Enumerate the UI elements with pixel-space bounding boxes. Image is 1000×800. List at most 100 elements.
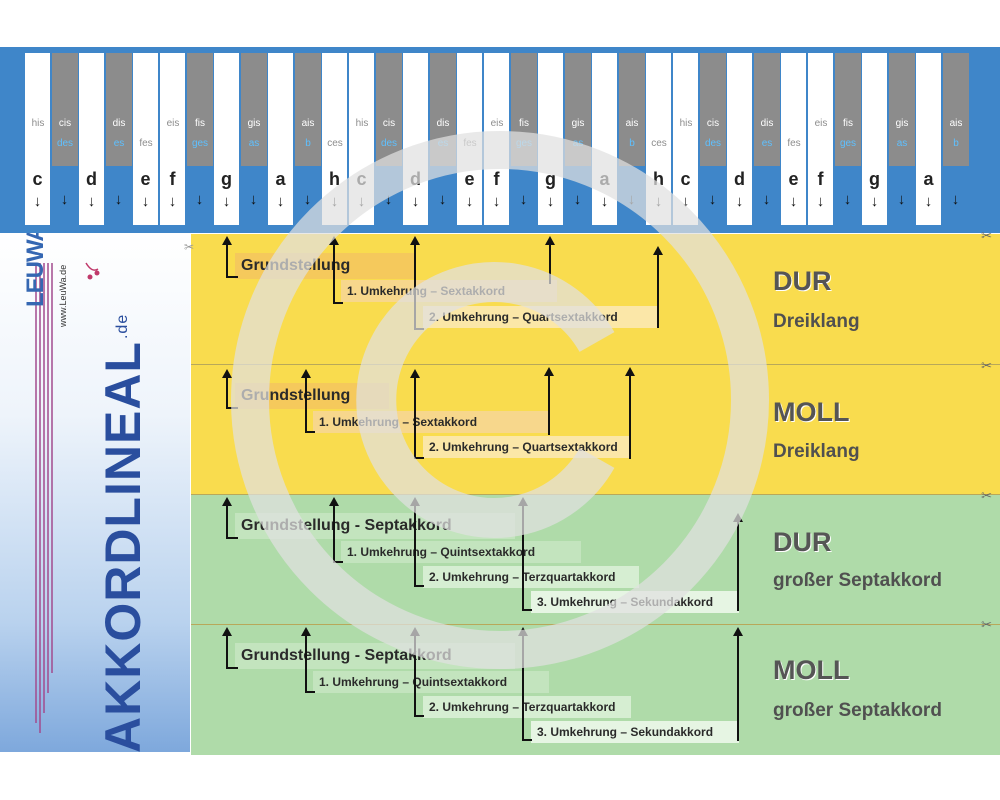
down-arrow-icon: ↓ (384, 191, 393, 208)
key-label-fes: fes (139, 138, 153, 149)
note-label: g (545, 169, 556, 189)
note-label: d (410, 169, 421, 189)
scissors-icon: ✂ (981, 488, 992, 503)
white-key[interactable]: g ↓ (862, 53, 887, 225)
black-key[interactable]: ais b ↓ (295, 53, 321, 225)
scissors-icon: ✂ (981, 617, 992, 632)
black-key[interactable]: dis es ↓ (106, 53, 132, 225)
black-key[interactable]: gis as ↓ (889, 53, 915, 225)
down-arrow-icon: ↓ (735, 193, 744, 210)
panel-subtitle: großer Septakkord (773, 700, 942, 721)
note-label: a (599, 169, 610, 189)
note-label: g (869, 169, 880, 189)
inversion-label: 1. Umkehrung – Quintsextakkord (341, 541, 581, 563)
white-key[interactable]: eis f ↓ (808, 53, 833, 225)
sharp-label: cis (706, 118, 720, 129)
flat-label: b (629, 138, 635, 149)
down-arrow-icon: ↓ (276, 193, 285, 210)
black-key[interactable]: cis des ↓ (376, 53, 402, 225)
white-key[interactable]: his c ↓ (25, 53, 50, 225)
down-arrow-icon: ↓ (546, 193, 555, 210)
note-label: h (653, 169, 664, 189)
brand-tld: .de (114, 313, 131, 340)
down-arrow-icon: ↓ (627, 191, 636, 208)
note-label: e (788, 169, 799, 189)
note-label: e (464, 169, 475, 189)
key-label-fes: fes (787, 138, 801, 149)
note-label: g (221, 169, 232, 189)
note-label: c (680, 169, 691, 189)
down-arrow-icon: ↓ (141, 193, 150, 210)
sharp-label: dis (760, 118, 774, 129)
down-arrow-icon: ↓ (951, 191, 960, 208)
black-key[interactable]: dis es ↓ (754, 53, 780, 225)
note-label: f (169, 169, 176, 189)
flat-label: b (953, 138, 959, 149)
panel-subtitle: Dreiklang (773, 441, 860, 462)
black-key[interactable]: ais b ↓ (619, 53, 645, 225)
inversion-label: 3. Umkehrung – Sekundakkord (531, 591, 739, 613)
black-key[interactable]: dis es ↓ (430, 53, 456, 225)
inversion-label: 2. Umkehrung – Terzquartakkord (423, 566, 639, 588)
sharp-label: ais (301, 118, 315, 129)
black-key[interactable]: gis as ↓ (565, 53, 591, 225)
down-arrow-icon: ↓ (87, 193, 96, 210)
black-key[interactable]: gis as ↓ (241, 53, 267, 225)
black-key[interactable]: cis des ↓ (52, 53, 78, 225)
note-label: d (86, 169, 97, 189)
scissors-icon: ✂ (981, 358, 992, 373)
sharp-label: gis (895, 118, 909, 129)
down-arrow-icon: ↓ (330, 193, 339, 210)
white-key[interactable]: fes e ↓ (781, 53, 806, 225)
inversion-label: 2. Umkehrung – Terzquartakkord (423, 696, 631, 718)
down-arrow-icon: ↓ (168, 193, 177, 210)
sharp-label: ais (625, 118, 639, 129)
sharp-label: cis (58, 118, 72, 129)
sharp-label: ais (949, 118, 963, 129)
panel-dur-dreiklang: DUR Dreiklang Grundstellung 1. Umkehrung… (191, 234, 1000, 364)
black-key[interactable]: ais b ↓ (943, 53, 969, 225)
black-key[interactable]: cis des ↓ (700, 53, 726, 225)
black-key[interactable]: fis ges ↓ (511, 53, 537, 225)
note-label: d (734, 169, 745, 189)
panel-dur-septakkord: DUR großer Septakkord Grundstellung - Se… (191, 495, 1000, 625)
black-key[interactable]: fis ges ↓ (835, 53, 861, 225)
sharp-label: fis (195, 118, 205, 129)
panel-title: DUR (773, 527, 832, 557)
panel-title: MOLL (773, 397, 850, 427)
down-arrow-icon: ↓ (789, 193, 798, 210)
white-key[interactable]: a ↓ (916, 53, 941, 225)
down-arrow-icon: ↓ (249, 191, 258, 208)
white-key[interactable]: eis f ↓ (160, 53, 185, 225)
sharp-label: gis (571, 118, 585, 129)
black-key[interactable]: fis ges ↓ (187, 53, 213, 225)
flat-label: es (437, 138, 449, 149)
down-arrow-icon: ↓ (60, 191, 69, 208)
down-arrow-icon: ↓ (222, 193, 231, 210)
note-label: a (275, 169, 286, 189)
flat-label: ges (515, 138, 533, 149)
key-label-eis: eis (490, 118, 504, 129)
down-arrow-icon: ↓ (816, 193, 825, 210)
flat-label: ges (839, 138, 857, 149)
flat-label: ges (191, 138, 209, 149)
inversion-label: Grundstellung (235, 253, 415, 279)
sharp-label: gis (247, 118, 261, 129)
white-key[interactable]: d ↓ (79, 53, 104, 225)
down-arrow-icon: ↓ (897, 191, 906, 208)
down-arrow-icon: ↓ (438, 191, 447, 208)
sharp-label: fis (519, 118, 529, 129)
url-text: www.LeuWa.de (58, 264, 68, 327)
url-label: www.LeuWa.de (56, 247, 70, 327)
sharp-label: dis (436, 118, 450, 129)
brand-text: AKKORDLINEAL (95, 341, 151, 752)
down-arrow-icon: ↓ (573, 191, 582, 208)
down-arrow-icon: ↓ (762, 191, 771, 208)
down-arrow-icon: ↓ (924, 193, 933, 210)
panel-title: DUR (773, 266, 832, 296)
note-label: f (493, 169, 500, 189)
note-label: a (923, 169, 934, 189)
key-label-eis: eis (814, 118, 828, 129)
white-key[interactable]: fes e ↓ (133, 53, 158, 225)
note-label: h (329, 169, 340, 189)
